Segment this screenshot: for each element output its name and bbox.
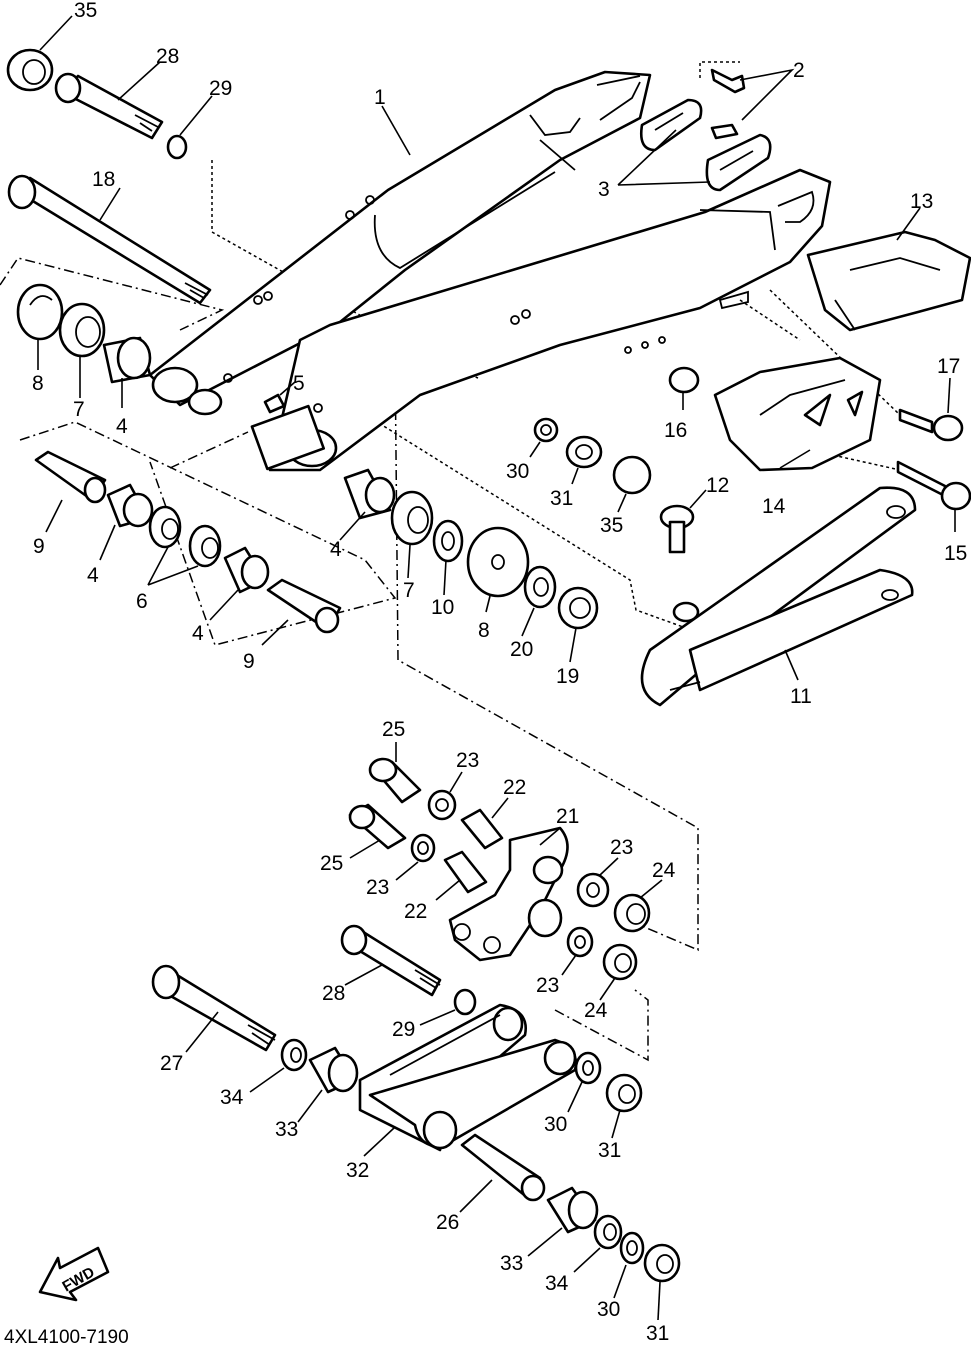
callout-9: 9	[243, 650, 255, 673]
callout-6: 6	[136, 590, 148, 613]
callout-23: 23	[536, 974, 559, 997]
callout-15: 15	[944, 542, 967, 565]
chain-puller-plates	[640, 98, 772, 192]
pivot-parts-top	[6, 48, 188, 160]
callout-5: 5	[293, 372, 305, 395]
callout-23: 23	[610, 836, 633, 859]
callout-35: 35	[74, 0, 97, 22]
callout-33: 33	[500, 1252, 523, 1275]
callout-1: 1	[374, 86, 386, 109]
callout-29: 29	[209, 77, 232, 100]
callout-27: 27	[160, 1052, 183, 1075]
relay-arm	[640, 486, 917, 707]
lower-fasteners	[280, 1038, 681, 1283]
callout-23: 23	[366, 876, 389, 899]
callout-16: 16	[664, 419, 687, 442]
callout-24: 24	[584, 999, 608, 1022]
callout-7: 7	[73, 398, 85, 421]
swingarm	[148, 70, 832, 472]
pivot-shaft	[7, 174, 212, 305]
diagram-code: 4XL4100-7190	[4, 1327, 129, 1348]
callout-2: 2	[793, 59, 805, 82]
callout-31: 31	[646, 1322, 669, 1345]
bushing-row	[34, 450, 342, 634]
nuts-caps-upper	[533, 366, 700, 495]
callout-19: 19	[556, 665, 579, 688]
callout-17: 17	[937, 355, 960, 378]
callout-35: 35	[600, 514, 623, 537]
chain-guide	[713, 230, 971, 472]
callout-4: 4	[87, 564, 99, 587]
callout-4: 4	[192, 622, 204, 645]
bearing-stack-right	[343, 468, 599, 630]
bolts-right	[659, 408, 971, 554]
collar-screw	[263, 393, 286, 414]
callout-4: 4	[330, 538, 342, 561]
callout-22: 22	[503, 776, 526, 799]
callout-28: 28	[156, 45, 179, 68]
callout-28: 28	[322, 982, 345, 1005]
link-arm	[358, 1003, 578, 1152]
callout-18: 18	[92, 168, 115, 191]
callout-32: 32	[346, 1159, 369, 1182]
callout-4: 4	[116, 415, 128, 438]
callout-25: 25	[320, 852, 343, 875]
callout-26: 26	[436, 1211, 459, 1234]
callout-23: 23	[456, 749, 479, 772]
callout-3: 3	[598, 178, 610, 201]
callout-29: 29	[392, 1018, 415, 1041]
callout-8: 8	[478, 619, 490, 642]
callout-20: 20	[510, 638, 533, 661]
fwd-arrow: FWD	[38, 1246, 110, 1302]
callout-33: 33	[275, 1118, 298, 1141]
callout-14: 14	[762, 495, 786, 518]
callout-7: 7	[403, 579, 415, 602]
screws	[710, 68, 746, 140]
callout-25: 25	[382, 718, 405, 741]
callout-8: 8	[32, 372, 44, 395]
callout-24: 24	[652, 859, 676, 882]
callout-31: 31	[598, 1139, 621, 1162]
callout-34: 34	[545, 1272, 569, 1295]
callout-numbers: 35 28 29 1 2 3 13 18 17 8 7 4 5 16 30 31…	[32, 0, 967, 1345]
callout-22: 22	[404, 900, 427, 923]
callout-30: 30	[506, 460, 529, 483]
callout-11: 11	[790, 685, 812, 708]
callout-12: 12	[706, 474, 729, 497]
callout-30: 30	[544, 1113, 567, 1136]
lower-bolts	[151, 924, 477, 1052]
callout-31: 31	[550, 487, 573, 510]
connecting-rod-assembly	[348, 757, 651, 981]
callout-30: 30	[597, 1298, 620, 1321]
callout-13: 13	[910, 190, 933, 213]
bearing-stack-left	[16, 283, 152, 384]
leader-lines	[37, 15, 956, 1321]
callout-10: 10	[431, 596, 454, 619]
callout-21: 21	[556, 805, 579, 828]
callout-9: 9	[33, 535, 45, 558]
callout-34: 34	[220, 1086, 244, 1109]
